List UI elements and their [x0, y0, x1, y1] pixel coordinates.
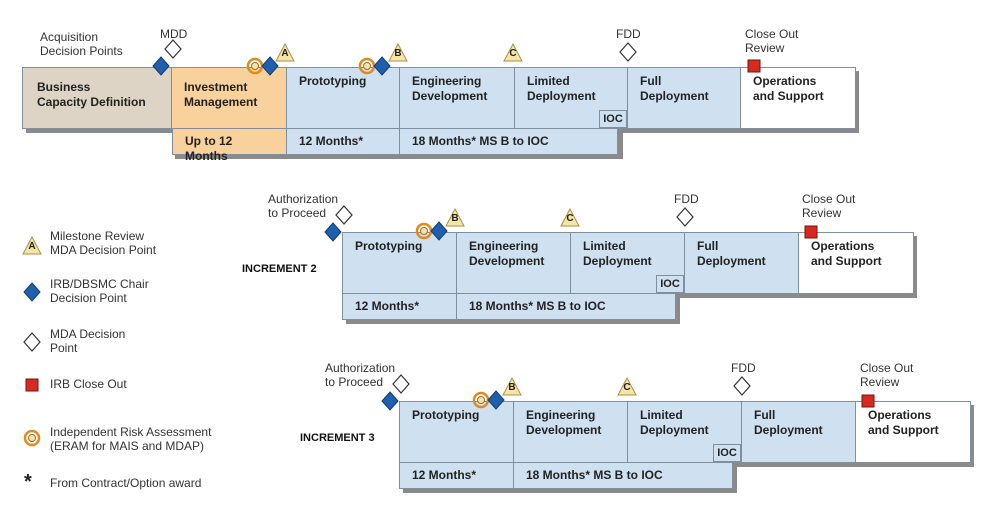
duration-engineering-limited: 18 Months* MS B to IOC [514, 463, 733, 489]
irb-decision-diamond-icon [152, 56, 170, 76]
phase-full-deployment: Full Deployment [628, 67, 741, 129]
duration-prototyping: 12 Months* [342, 294, 457, 320]
risk-assessment-icon [415, 222, 433, 240]
legend-asterisk-icon: * [24, 471, 32, 493]
phase-engineering-development: Engineering Development [457, 232, 571, 294]
authorization-to-proceed-label: Authorization to Proceed [325, 361, 396, 389]
milestone-c-letter: C [509, 48, 517, 59]
closeout-review-label: Close Out Review [745, 27, 799, 55]
increment-3-label: INCREMENT 3 [300, 432, 375, 444]
risk-assessment-icon [472, 391, 490, 409]
authorization-decision-diamond-icon [335, 205, 353, 225]
legend-irb-diamond-icon [23, 282, 41, 302]
phase-full-deployment: Full Deployment [685, 232, 799, 294]
irb-decision-diamond-icon [430, 221, 448, 241]
closeout-review-label: Close Out Review [860, 361, 914, 389]
legend-asterisk-text: From Contract/Option award [50, 476, 202, 490]
duration-engineering-limited: 18 Months* MS B to IOC [457, 294, 676, 320]
phase-prototyping: Prototyping [287, 67, 400, 129]
legend-risk-text: Independent Risk Assessment (ERAM for MA… [50, 425, 212, 453]
legend-milestone-text: Milestone Review MDA Decision Point [50, 229, 157, 257]
milestone-c-letter: C [566, 213, 574, 224]
milestone-c-letter: C [623, 382, 631, 393]
milestone-b-letter: B [394, 48, 402, 59]
phase-prototyping: Prototyping [399, 401, 514, 463]
legend-irb-text: IRB/DBSMC Chair Decision Point [50, 277, 149, 305]
irb-decision-diamond-icon [324, 222, 342, 242]
legend-mda-diamond-icon [23, 332, 41, 352]
legend-closeout-square-icon [25, 378, 39, 392]
phase-business-capacity-definition: Business Capacity Definition [22, 67, 172, 129]
phase-engineering-development: Engineering Development [400, 67, 515, 129]
duration-investment-management: Up to 12 Months [172, 129, 287, 163]
phase-operations-and-support: Operations and Support [741, 67, 856, 129]
fdd-decision-diamond-icon [676, 207, 694, 227]
ioc-box: IOC [656, 275, 684, 293]
ioc-box: IOC [599, 110, 627, 128]
closeout-square-icon [747, 59, 761, 73]
fdd-label: FDD [616, 27, 641, 41]
milestone-b-letter: B [451, 213, 459, 224]
risk-assessment-icon [358, 57, 376, 75]
fdd-label: FDD [731, 361, 756, 375]
increment-2-label: INCREMENT 2 [242, 263, 317, 275]
ioc-box: IOC [713, 444, 741, 462]
duration-engineering-limited: 18 Months* MS B to IOC [400, 129, 618, 155]
duration-prototyping: 12 Months* [287, 129, 400, 155]
duration-prototyping: 12 Months* [399, 463, 514, 489]
irb-decision-diamond-icon [381, 391, 399, 411]
legend-mda-text: MDA Decision Point [50, 327, 126, 355]
irb-decision-diamond-icon [373, 56, 391, 76]
legend-closeout-text: IRB Close Out [50, 377, 127, 391]
legend-risk-icon [23, 429, 41, 447]
phase-engineering-development: Engineering Development [514, 401, 628, 463]
acquisition-decision-points-label: Acquisition Decision Points [40, 30, 123, 58]
risk-assessment-icon [246, 57, 264, 75]
milestone-b-letter: B [508, 382, 516, 393]
closeout-review-label: Close Out Review [802, 192, 856, 220]
fdd-decision-diamond-icon [733, 376, 751, 396]
phase-operations-and-support: Operations and Support [799, 232, 914, 294]
phase-operations-and-support: Operations and Support [856, 401, 971, 463]
mdd-decision-diamond-icon [164, 39, 182, 59]
phase-investment-management: Investment Management [172, 67, 287, 129]
fdd-decision-diamond-icon [619, 42, 637, 62]
authorization-decision-diamond-icon [392, 374, 410, 394]
phase-limited-deployment: Limited Deployment [571, 232, 685, 294]
irb-decision-diamond-icon [487, 390, 505, 410]
phase-prototyping: Prototyping [342, 232, 457, 294]
closeout-square-icon [861, 394, 875, 408]
milestone-a-letter: A [281, 48, 289, 59]
authorization-to-proceed-label: Authorization to Proceed [268, 192, 339, 220]
closeout-square-icon [804, 225, 818, 239]
phase-full-deployment: Full Deployment [742, 401, 856, 463]
legend-milestone-letter: A [28, 241, 36, 252]
mdd-label: MDD [160, 27, 188, 41]
fdd-label: FDD [674, 192, 699, 206]
